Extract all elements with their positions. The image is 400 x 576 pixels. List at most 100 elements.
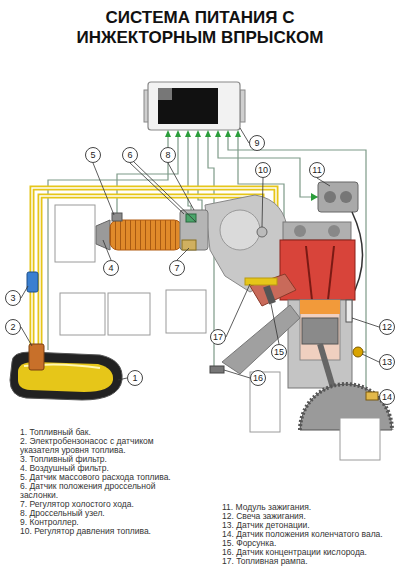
leader-line	[118, 378, 127, 380]
callout-number: 14	[382, 393, 392, 402]
camshaft	[294, 225, 306, 237]
part-description: 16. Датчик концентрации кислорода.	[222, 548, 394, 557]
spark-plug	[346, 300, 352, 322]
callout-circle: 1	[127, 370, 143, 386]
air-filter	[96, 220, 110, 250]
ignition-coil	[340, 191, 352, 203]
ignition-module	[318, 182, 358, 212]
callout-number: 10	[258, 166, 268, 175]
manifold-plenum	[220, 210, 260, 250]
callout-number: 5	[90, 151, 95, 160]
leader-line	[168, 163, 194, 210]
blank-box	[60, 293, 105, 335]
callout-number: 3	[10, 294, 15, 303]
part-description: 5. Датчик массового расхода топлива.	[20, 473, 188, 482]
callout-circle: 11	[309, 162, 325, 178]
valve	[306, 246, 312, 300]
callout-circle: 17	[210, 329, 226, 345]
callout-circle: 9	[249, 135, 265, 151]
part-description: 8. Дроссельный узел.	[20, 509, 188, 518]
callout-circle: 5	[85, 147, 101, 163]
callout-circle: 2	[5, 319, 21, 335]
valve	[328, 246, 334, 300]
knock-sensor	[353, 347, 363, 357]
throttle-body	[180, 210, 208, 250]
exhaust-pipe	[222, 305, 300, 374]
blank-box	[166, 290, 206, 333]
leader-line	[103, 240, 111, 260]
callout-number: 13	[382, 358, 392, 367]
callout-circle: 10	[255, 162, 271, 178]
callout-number: 12	[382, 323, 392, 332]
controller-tab	[240, 90, 245, 122]
diagram-title: СИСТЕМА ПИТАНИЯ С ИНЖЕКТОРНЫМ ВПРЫСКОМ	[65, 8, 335, 48]
callout-number: 15	[274, 348, 284, 357]
leader-line	[362, 354, 379, 362]
part-description: 3. Топливный фильтр.	[20, 455, 188, 464]
part-description: 7. Регулятор холостого хода.	[20, 500, 188, 509]
controller-box	[148, 82, 240, 130]
legend-column: 1. Топливный бак.2. Электробензонасос с …	[20, 428, 188, 536]
part-description: 14. Датчик положения коленчатого вала.	[222, 530, 394, 539]
callout-number: 11	[312, 166, 321, 175]
signal-arrow	[165, 130, 171, 137]
part-description: 1. Топливный бак.	[20, 428, 188, 437]
callout-number: 7	[174, 264, 179, 273]
air-hose	[110, 220, 182, 250]
signal-arrow	[195, 130, 201, 137]
signal-arrow	[175, 130, 181, 137]
leader-line	[224, 370, 250, 378]
part-description: 9. Контроллер.	[20, 518, 188, 527]
piston	[302, 318, 338, 344]
camshaft	[328, 225, 340, 237]
callout-circle: 6	[122, 147, 138, 163]
leader-line	[177, 248, 189, 260]
valve-cover	[283, 222, 351, 240]
leader-line	[271, 304, 279, 344]
callout-circle: 7	[169, 260, 185, 276]
signal-arrow	[311, 193, 318, 201]
part-description: 17. Топливная рампа.	[222, 557, 394, 566]
blank-box	[55, 205, 95, 262]
pressure-regulator	[257, 227, 267, 237]
callout-number: 8	[165, 151, 170, 160]
part-description: 11. Модуль зажигания.	[222, 503, 394, 512]
ignition-coil	[324, 191, 336, 203]
callout-number: 1	[132, 374, 137, 383]
blank-box	[340, 418, 380, 460]
callout-circle: 16	[250, 370, 266, 386]
leader-line	[93, 163, 114, 215]
signal-arrow	[235, 130, 241, 137]
leader-line	[130, 163, 184, 214]
controller-chip	[158, 88, 172, 100]
blank-box	[108, 293, 150, 335]
callout-circle: 8	[160, 147, 176, 163]
part-description: 6. Датчик положения дроссельной заслонки…	[20, 482, 188, 500]
leader-line	[21, 286, 28, 298]
callout-circle: 13	[379, 354, 395, 370]
callout-circle: 12	[379, 319, 395, 335]
signal-arrow	[185, 130, 191, 137]
part-description: 15. Форсунка.	[222, 539, 394, 548]
signal-arrow	[225, 130, 231, 137]
signal-arrow	[205, 130, 211, 137]
wire	[117, 134, 178, 214]
callout-number: 17	[213, 333, 223, 342]
callout-number: 2	[10, 323, 15, 332]
part-description: 12. Свеча зажигания.	[222, 512, 394, 521]
callout-number: 16	[253, 374, 263, 383]
leader-line	[21, 327, 32, 346]
legend-column: 11. Модуль зажигания.12. Свеча зажигания…	[222, 503, 394, 566]
callout-circle: 15	[271, 344, 287, 360]
controller-board	[158, 88, 218, 124]
part-description: 4. Воздушный фильтр.	[20, 464, 188, 473]
leader-line	[317, 178, 330, 186]
part-description: 10. Регулятор давления топлива.	[20, 527, 188, 536]
part-description: 13. Датчик детонации.	[222, 521, 394, 530]
callout-number: 9	[254, 139, 259, 148]
leader-line	[352, 318, 379, 327]
signal-arrow	[215, 130, 221, 137]
fuel-pump	[29, 344, 44, 370]
callout-circle: 3	[5, 290, 21, 306]
